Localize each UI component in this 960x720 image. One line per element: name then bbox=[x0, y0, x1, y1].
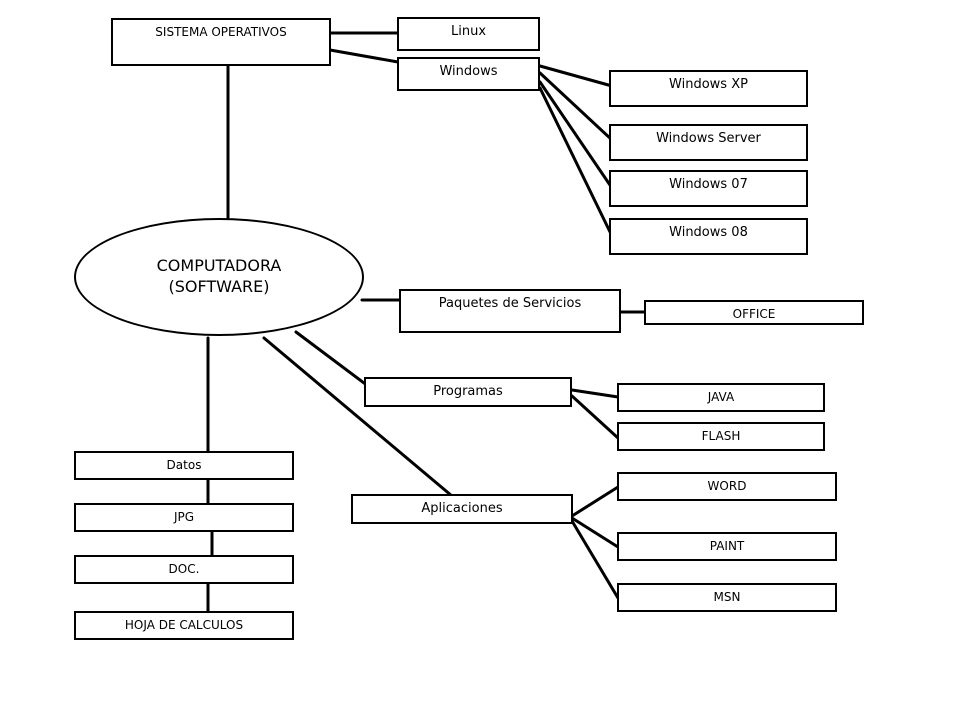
node-office: OFFICE bbox=[644, 300, 864, 325]
node-computadora: COMPUTADORA (SOFTWARE) bbox=[74, 218, 364, 336]
line-windows-win07 bbox=[538, 80, 614, 190]
line-programas-java bbox=[570, 388, 620, 399]
line-windows-win08 bbox=[538, 86, 614, 238]
line-aplicaciones-word bbox=[570, 485, 620, 518]
node-hoja-label: HOJA DE CALCULOS bbox=[124, 618, 244, 632]
node-linux-label: Linux bbox=[450, 24, 487, 39]
node-paquetes-label: Paquetes de Servicios bbox=[438, 296, 582, 311]
node-windows-xp: Windows XP bbox=[609, 70, 808, 107]
node-msn: MSN bbox=[617, 583, 837, 612]
node-office-label: OFFICE bbox=[732, 307, 776, 321]
node-windows-label: Windows bbox=[439, 64, 498, 79]
node-aplicaciones-label: Aplicaciones bbox=[421, 501, 503, 516]
line-computadora-aplicaciones bbox=[262, 336, 454, 498]
node-windows-server: Windows Server bbox=[609, 124, 808, 161]
line-sistema-windows bbox=[328, 48, 400, 64]
node-jpg-label: JPG bbox=[173, 510, 195, 524]
node-aplicaciones: Aplicaciones bbox=[351, 494, 573, 524]
line-aplicaciones-msn bbox=[570, 519, 620, 600]
node-word-label: WORD bbox=[707, 479, 747, 493]
node-jpg: JPG bbox=[74, 503, 294, 532]
node-programas: Programas bbox=[364, 377, 572, 407]
node-windows-08: Windows 08 bbox=[609, 218, 808, 255]
line-windows-winserver bbox=[538, 71, 614, 142]
node-java-label: JAVA bbox=[707, 390, 735, 404]
node-windows-server-label: Windows Server bbox=[656, 131, 761, 146]
line-programas-flash bbox=[570, 394, 620, 440]
node-computadora-line2: (SOFTWARE) bbox=[168, 277, 270, 296]
node-computadora-line1: COMPUTADORA bbox=[156, 256, 282, 276]
node-hoja-de-calculos: HOJA DE CALCULOS bbox=[74, 611, 294, 640]
node-linux: Linux bbox=[397, 17, 540, 51]
node-datos-label: Datos bbox=[166, 458, 202, 472]
node-flash: FLASH bbox=[617, 422, 825, 451]
node-paint-label: PAINT bbox=[709, 539, 745, 553]
line-computadora-programas bbox=[294, 330, 370, 388]
node-doc: DOC. bbox=[74, 555, 294, 584]
node-windows-08-label: Windows 08 bbox=[669, 225, 748, 240]
node-java: JAVA bbox=[617, 383, 825, 412]
node-windows: Windows bbox=[397, 57, 540, 91]
node-windows-07: Windows 07 bbox=[609, 170, 808, 207]
node-programas-label: Programas bbox=[433, 384, 503, 399]
node-flash-label: FLASH bbox=[701, 429, 741, 443]
line-windows-winxp bbox=[538, 64, 614, 88]
node-windows-07-label: Windows 07 bbox=[669, 177, 748, 192]
node-paint: PAINT bbox=[617, 532, 837, 561]
node-datos: Datos bbox=[74, 451, 294, 480]
node-msn-label: MSN bbox=[713, 590, 741, 604]
node-sistema-label: SISTEMA OPERATIVOS bbox=[155, 25, 287, 39]
node-sistema-operativos: SISTEMA OPERATIVOS bbox=[111, 18, 331, 66]
node-word: WORD bbox=[617, 472, 837, 501]
line-aplicaciones-paint bbox=[570, 516, 620, 549]
node-paquetes-servicios: Paquetes de Servicios bbox=[399, 289, 621, 333]
node-doc-label: DOC. bbox=[168, 562, 200, 576]
node-windows-xp-label: Windows XP bbox=[669, 77, 748, 92]
